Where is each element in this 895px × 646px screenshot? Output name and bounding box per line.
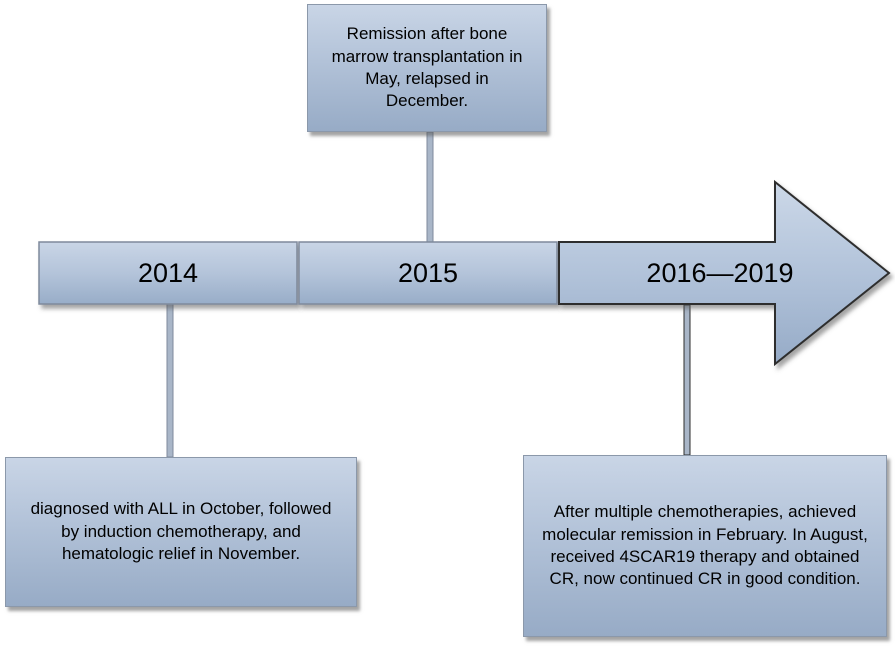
year-label-2015: 2015 xyxy=(397,257,459,288)
timeline-segment-2015 xyxy=(298,241,558,305)
event-box-2016-2019: After multiple chemotherapies, achieved … xyxy=(523,455,887,637)
event-box-2014: diagnosed with ALL in October, followed … xyxy=(5,457,357,607)
connector-2014 xyxy=(166,302,174,458)
event-text-2016-2019: After multiple chemotherapies, achieved … xyxy=(542,502,868,589)
timeline-arrow-2016-2019 xyxy=(558,179,891,367)
event-box-2015: Remission after bone marrow transplantat… xyxy=(307,4,547,132)
event-text-2014: diagnosed with ALL in October, followed … xyxy=(30,499,332,564)
year-label-2014: 2014 xyxy=(137,257,199,288)
connector-2016-2019 xyxy=(683,304,691,456)
timeline-segment-2014 xyxy=(38,241,298,305)
year-label-2016-2019: 2016—2019 xyxy=(646,257,794,288)
event-text-2015: Remission after bone marrow transplantat… xyxy=(331,24,523,111)
connector-2015 xyxy=(426,131,434,245)
